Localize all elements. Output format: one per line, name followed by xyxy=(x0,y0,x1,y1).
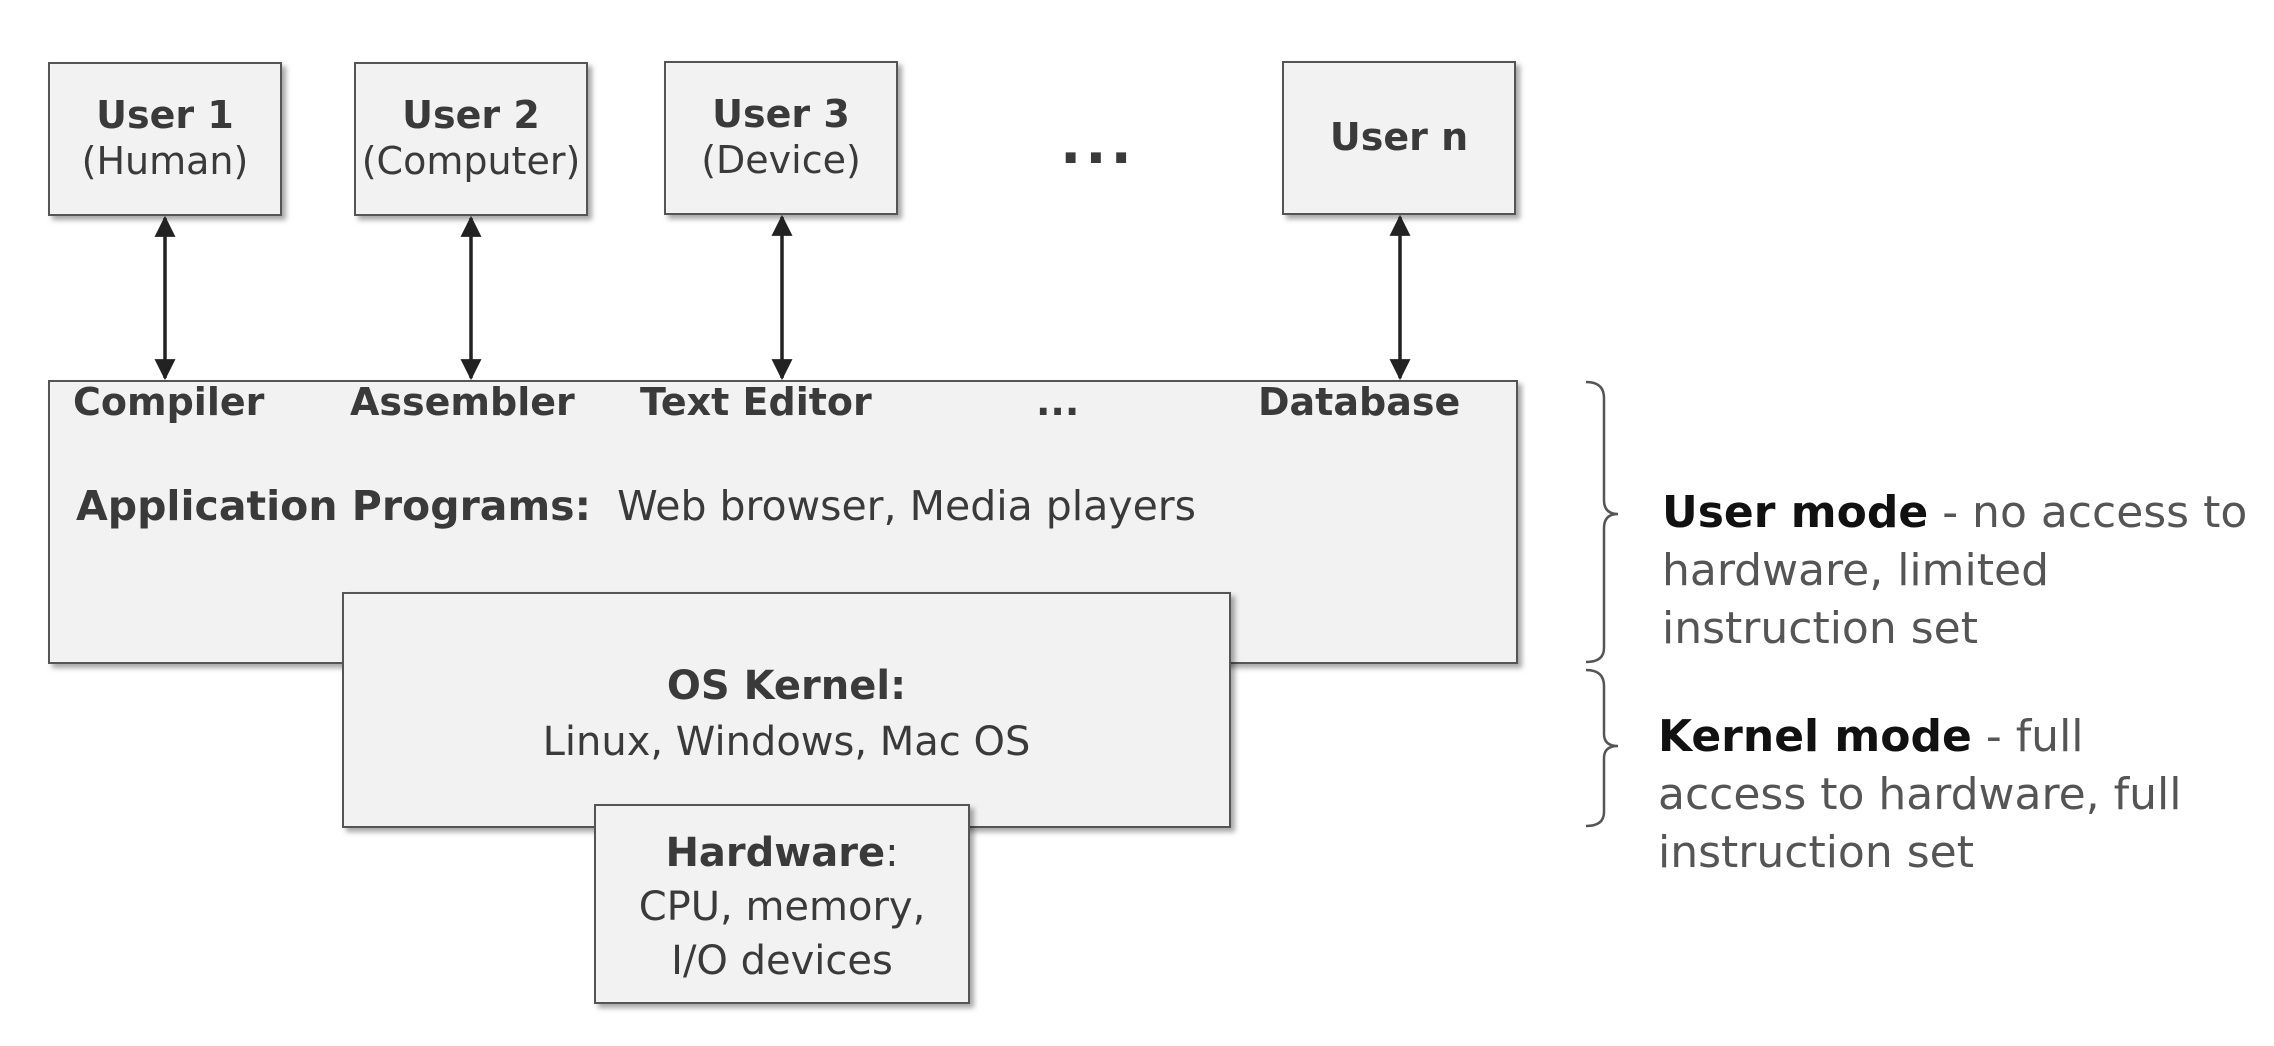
user-name: User 1 xyxy=(96,93,234,138)
user-name: User 2 xyxy=(402,93,540,138)
kernel-mode-brace xyxy=(1585,668,1619,828)
user-mode-description: User mode - no access to hardware, limit… xyxy=(1662,484,2247,658)
user-role: (Device) xyxy=(701,138,861,182)
os-kernel-examples: Linux, Windows, Mac OS xyxy=(542,719,1031,765)
program-label-assembler: Assembler xyxy=(350,380,575,424)
user-box-2: User 2 (Computer) xyxy=(354,62,588,216)
application-programs-label: Application Programs xyxy=(76,482,575,530)
kernel-mode-title: Kernel mode xyxy=(1658,711,1972,762)
hardware-separator: : xyxy=(885,830,899,876)
kernel-mode-line-3: instruction set xyxy=(1658,827,1974,879)
user-box-n: User n xyxy=(1282,61,1516,215)
application-programs-separator: : xyxy=(574,482,591,530)
program-label-compiler: Compiler xyxy=(73,380,265,424)
user-name: User 3 xyxy=(712,92,850,137)
os-kernel-label: OS Kernel: xyxy=(666,663,907,709)
user-mode-text-1: - no access to xyxy=(1928,487,2248,538)
user-name: User n xyxy=(1329,115,1469,160)
user-role: (Computer) xyxy=(361,139,581,183)
user-mode-title: User mode xyxy=(1662,487,1929,538)
kernel-mode-line-1: Kernel mode - full xyxy=(1658,708,2181,766)
kernel-mode-text-1: - full xyxy=(1971,711,2084,762)
program-label-ellipsis: ... xyxy=(1036,380,1080,424)
user-box-1: User 1 (Human) xyxy=(48,62,282,216)
hardware-box: Hardware: CPU, memory, I/O devices xyxy=(594,804,970,1004)
kernel-mode-description: Kernel mode - full access to hardware, f… xyxy=(1658,708,2181,882)
user-mode-line-3: instruction set xyxy=(1662,603,1978,655)
user-mode-line-1: User mode - no access to xyxy=(1662,484,2247,542)
user-role: (Human) xyxy=(81,139,249,183)
hardware-title: Hardware: xyxy=(665,826,898,880)
program-label-database: Database xyxy=(1258,380,1461,424)
user-mode-line-2: hardware, limited xyxy=(1662,545,2049,597)
hardware-label: Hardware xyxy=(665,830,886,876)
user-box-3: User 3 (Device) xyxy=(664,61,898,215)
hardware-line-1: CPU, memory, xyxy=(638,884,926,930)
user-mode-brace xyxy=(1585,380,1619,664)
users-ellipsis: ... xyxy=(1060,112,1136,177)
program-label-text-editor: Text Editor xyxy=(640,380,872,424)
kernel-mode-line-2: access to hardware, full xyxy=(1658,769,2182,821)
os-kernel-box: OS Kernel: Linux, Windows, Mac OS xyxy=(342,592,1231,828)
application-programs-line: Application Programs: Web browser, Media… xyxy=(76,482,1196,530)
application-programs-examples: Web browser, Media players xyxy=(617,482,1197,530)
hardware-line-2: I/O devices xyxy=(671,938,893,984)
